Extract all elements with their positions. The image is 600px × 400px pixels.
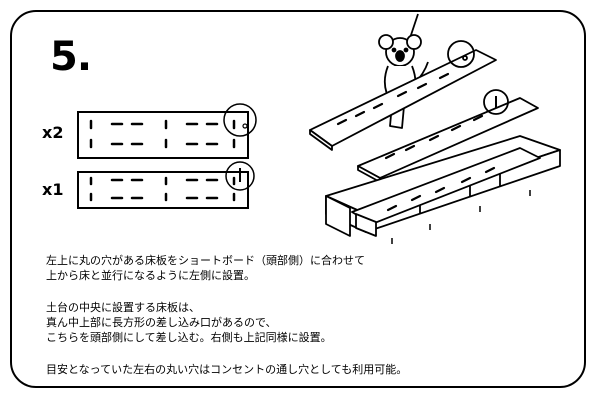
- instruction-card: [10, 10, 586, 388]
- round-hole-board-icon: [77, 103, 257, 159]
- step-number: 5.: [50, 34, 92, 80]
- paragraph-1-line-1: 左上に丸の穴がある床板をショートボード（頭部側）に合わせて: [46, 254, 365, 267]
- paragraph-1-line-2: 上から床と並行になるように左側に設置。: [46, 269, 255, 282]
- koala-bed-illustration-icon: [309, 13, 561, 244]
- paragraph-2-line-2: 真ん中上部に長方形の差し込み口があるので、: [46, 316, 277, 329]
- paragraph-3-line-1: 目安となっていた左右の丸い穴はコンセントの通し穴としても利用可能。: [46, 363, 408, 376]
- multiplier-bottom: x1: [42, 180, 64, 199]
- multiplier-top: x2: [42, 123, 64, 142]
- paragraph-2-line-1: 土台の中央に設置する床板は、: [46, 301, 200, 314]
- rect-slot-board-icon: [77, 161, 255, 209]
- paragraph-2-line-3: こちらを頭部側にして差し込む。右側も上記同様に設置。: [46, 331, 332, 344]
